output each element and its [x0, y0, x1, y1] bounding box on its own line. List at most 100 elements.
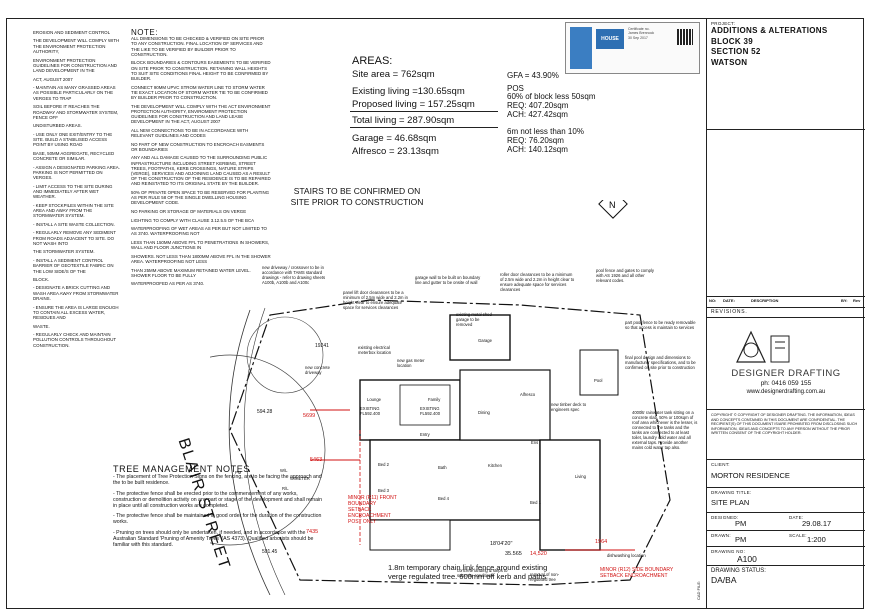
- rule2-ach: ACH: 140.12sqm: [507, 145, 568, 154]
- general-note-item: CONNECT 90mm UPVC STROM WATER LINE TO ST…: [131, 84, 268, 101]
- general-note-item: 50% OF PRIVATE OPEN SPACE TO BE RESERVED…: [131, 190, 270, 206]
- living-wing: [539, 439, 601, 551]
- company-logo-icon: [736, 330, 790, 363]
- general-note-item: LESS THAN 150MM ABOVE FFL TO PENETRATION…: [131, 240, 270, 251]
- water-meter-label: W/METER: [290, 476, 310, 481]
- tank-note: 4000ltr rainwater tank sitting on a conc…: [632, 410, 698, 450]
- general-note-item: Any and all damage caused to the surroun…: [131, 155, 271, 187]
- drawing-no-label: DRAWING NO:: [711, 549, 746, 554]
- erosion-note-item: - KEEP STOCKPILES WITHIN THE SITE AREA A…: [33, 202, 114, 219]
- electrical-note: existing electrical meterbox location: [358, 345, 392, 355]
- rule2: 6m not less than 10%: [507, 127, 584, 136]
- drawing-title-cell: DRAWING TITLE: SITE PLAN: [707, 488, 865, 513]
- deck-note: new timber deck to engineers spec: [551, 402, 587, 412]
- company-name: DESIGNER DRAFTING: [731, 368, 841, 379]
- stairs-note: STAIRS TO BE CONFIRMED ON SITE PRIOR TO …: [282, 186, 432, 207]
- rl-label: R/L: [282, 486, 289, 491]
- badge-date: 30 Sep 2017: [628, 35, 648, 40]
- designed-value: PM: [735, 519, 747, 528]
- revision-cell: NO: DATE: DESCRIPTION BY: Rev: [707, 130, 865, 308]
- roller-door-note: roller door clearances to be a minimum o…: [500, 272, 575, 292]
- badge-cert: Certificate no.: [628, 27, 650, 31]
- general-note-item: NO PARKING OR STORAGE OF MATERIALS ON VE…: [131, 209, 247, 215]
- extension: [369, 439, 541, 521]
- existing-living: Existing living =130.65sqm: [352, 86, 465, 97]
- family-room: [399, 384, 451, 426]
- erosion-note-item: THE DEVELOPMENT WILL COMPLY WITH THE ENV…: [33, 38, 120, 55]
- tree-protection-circle: [210, 354, 326, 546]
- wl-label: W/L: [280, 468, 288, 473]
- pool: [579, 349, 619, 396]
- street-path: [243, 307, 286, 595]
- erosion-note-item: ACT, AUGUST 2007: [33, 76, 73, 82]
- dining-label: Dining: [478, 410, 490, 415]
- energy-rating-badge: HOUSE Certificate no. James Brennock 30 …: [565, 22, 700, 74]
- street-kerb: [228, 309, 271, 595]
- svg-text:N: N: [609, 200, 616, 210]
- erosion-note-item: - REGULARLY CHECK AND MAINTAIN POLLUTION…: [33, 332, 117, 348]
- part-pool-note: part pool fence to be ready removable so…: [625, 320, 696, 330]
- tree-note-item: - The placement of Tree Protection Signs…: [113, 474, 322, 487]
- verge-note: 1.8m temporary chain link fence around e…: [388, 563, 547, 581]
- rating-bar: [570, 27, 592, 69]
- drawn-row: DRAWN: PM SCALE: 1:200: [707, 531, 865, 547]
- pm-label: PM: [235, 470, 242, 475]
- drawing-sheet: [6, 18, 864, 609]
- pool-fence-note: pool fence and gates to comply with AS 1…: [596, 268, 654, 283]
- bath-label: Bath: [438, 465, 447, 470]
- general-notes: NOTE: ALL DIMENSIONS TO BE CHECKED & VER…: [131, 28, 271, 290]
- bed2-label: Bed 2: [378, 462, 389, 467]
- north-arrow-icon: [598, 200, 628, 219]
- designed-row: DESIGNED: PM DATE: 29.08.17: [707, 513, 865, 531]
- cad-file-label: CAD FILE:: [696, 580, 701, 600]
- site-area: Site area = 762sqm: [352, 69, 435, 80]
- general-note-item: SHOWERS. NOT LESS THAN 1800MM ABOVE FFL …: [131, 253, 271, 264]
- bed3-label: Bed 3: [378, 488, 389, 493]
- dim-1964: 1964: [595, 539, 608, 545]
- project-cell: PROJECT: ADDITIONS & ALTERATIONS BLOCK 3…: [707, 18, 865, 130]
- drawing-no-row: DRAWING NO: A100: [707, 547, 865, 566]
- garage-wall-note: garage wall to be built on boundary line…: [415, 275, 481, 285]
- alfresco-label: Alfresco: [520, 392, 536, 397]
- garage: [449, 314, 511, 361]
- erosion-note-item: - INSTALL A SEDIMENT CONTROL BARRIER OF …: [33, 257, 114, 274]
- client-name: MORTON RESIDENCE: [711, 471, 790, 480]
- pos-heading: POS: [507, 84, 524, 93]
- areas-heading: AREAS:: [352, 55, 393, 67]
- bed4-label: Bed 4: [438, 496, 449, 501]
- existing-label-1: EXISTING: [360, 406, 380, 411]
- tree-note-item: - Pruning on trees should only be undert…: [113, 529, 314, 549]
- pos-ach: ACH: 427.42sqm: [507, 110, 568, 119]
- general-note-item: ALL DIMENSIONS TO BE CHECKED & VERIFIED …: [131, 36, 265, 57]
- copyright-cell: COPYRIGHT © COPYRIGHT OF DESIGNER DRAFTI…: [707, 410, 865, 460]
- stairs-note-line2: SITE PRIOR TO CONSTRUCTION: [290, 196, 424, 207]
- alfresco: [459, 369, 551, 441]
- erosion-note-item: ENVIRONMENT PROTECTION GUIDELINES FOR CO…: [33, 57, 117, 74]
- tree-note-item: - The protective fence shall be erected …: [113, 490, 323, 510]
- drawing-title-label: DRAWING TITLE:: [711, 490, 752, 495]
- panel-lift-note: panel lift door clearances to be a minim…: [343, 290, 408, 310]
- shed-note: existing metal shed garage to be removed: [456, 312, 492, 327]
- dim-7435: 7435: [306, 529, 319, 535]
- rev-rev-header: Rev: [853, 298, 861, 303]
- client-label: CLIENT:: [711, 462, 730, 467]
- general-note-item: ALL NEW CONNECTIONS TO BE IN ACCORDANCE …: [131, 127, 249, 139]
- garage-area: Garage = 46.68sqm: [352, 133, 437, 144]
- rule2-req: REQ: 76.20sqm: [507, 136, 564, 145]
- lounge-label: Lounge: [367, 397, 381, 402]
- verge-note-line1: 1.8m temporary chain link fence around e…: [388, 563, 548, 572]
- erosion-note-item: - MAINTAIN AS MANY GRASSED AREAS AS POSS…: [33, 85, 116, 101]
- drawing-title: SITE PLAN: [711, 498, 750, 507]
- pos-rule: 60% of block less 50sqm: [507, 92, 596, 101]
- gfa: GFA = 43.90%: [507, 71, 559, 80]
- rev-by-header: BY:: [841, 298, 848, 303]
- project-line-1: ADDITIONS & ALTERATIONS: [711, 26, 828, 35]
- garage-label: Garage: [478, 338, 492, 343]
- dim-594: 594.28: [257, 409, 273, 415]
- general-note-item: LIGHTING TO COMPLY WITH CLAUSE 3.12.5.5 …: [131, 217, 255, 223]
- client-cell: CLIENT: MORTON RESIDENCE: [707, 460, 865, 488]
- dim-591: 591.45: [262, 549, 278, 555]
- company-web: www.designerdrafting.com.au: [746, 389, 826, 395]
- drawing-no-value: A100: [737, 554, 757, 564]
